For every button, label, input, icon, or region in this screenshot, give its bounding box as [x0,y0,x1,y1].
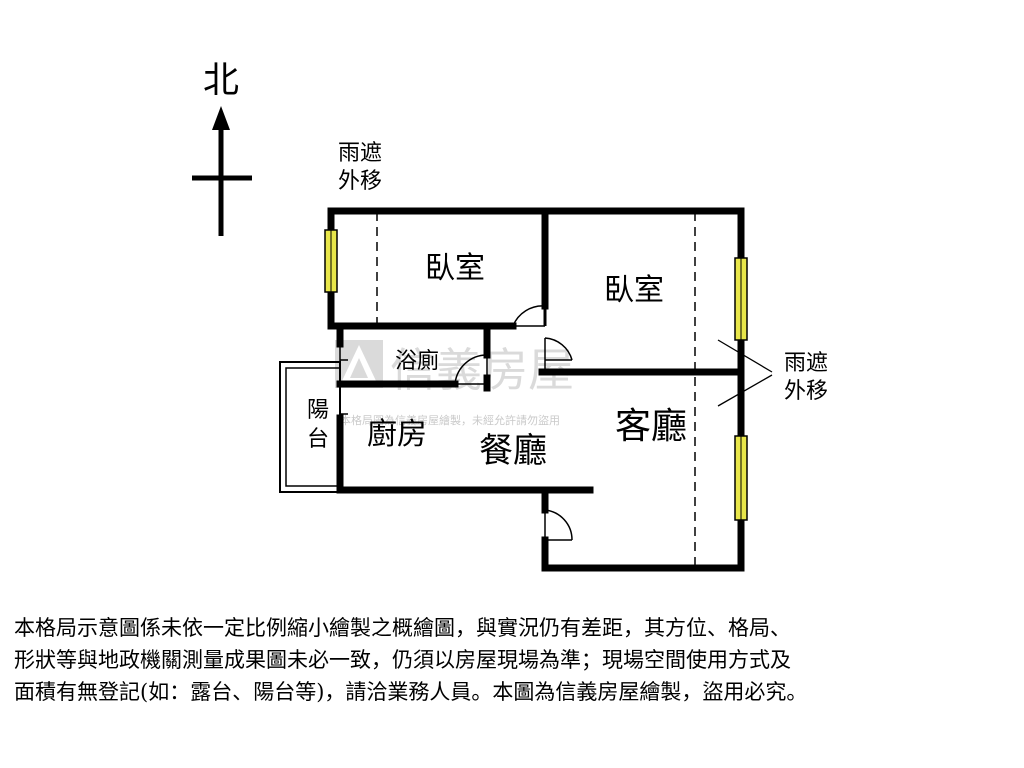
room-label-kitchen: 廚房 [367,417,427,452]
room-label-bathroom: 浴廁 [395,349,439,374]
balcony-label-char-2: 台 [307,427,329,452]
room-label-living: 客廳 [615,406,687,447]
room-label-bedroom-2: 臥室 [604,273,664,308]
awning-note-right-line1: 雨遮 [784,351,828,376]
watermark-notice: 本格局圖為信義房屋繪製，未經允許請勿盜用 [340,413,560,427]
floor-plan: 北 信義房屋 本格局圖為信義房屋繪製，未經允許請勿盜用 [192,60,828,572]
door-bedroom-2 [544,337,573,372]
awning-note-right-line2: 外移 [784,379,828,404]
awning-note-left-line2: 外移 [338,169,382,194]
door-bedroom-1 [512,305,547,327]
door-entrance [544,509,573,541]
watermark: 信義房屋 本格局圖為信義房屋繪製，未經允許請勿盜用 [335,340,574,427]
room-label-bedroom-1: 臥室 [425,251,485,286]
window-right-lower [734,435,748,521]
windows [324,229,748,521]
disclaimer-line-1: 本格局示意圖係未依一定比例縮小繪製之概繪圖，與實況仍有差距，其方位、格局、 [14,616,791,640]
doors [339,305,573,541]
disclaimer-line-3: 面積有無登記(如：露台、陽台等)，請洽業務人員。本圖為信義房屋繪製，盜用必究。 [14,680,808,704]
door-bathroom [454,354,488,385]
room-label-dining: 餐廳 [479,431,547,471]
room-label-balcony: 陽 台 [307,398,329,452]
north-label: 北 [203,60,239,101]
window-right-upper [734,257,748,341]
compass: 北 [192,60,252,236]
window-left [324,229,338,293]
brand-logo-icon [335,340,383,388]
disclaimer-line-2: 形狀等與地政機關測量成果圖未必一致，仍須以房屋現場為準；現場空間使用方式及 [14,648,791,672]
door-balcony [339,344,348,418]
balcony-label-char-1: 陽 [307,398,329,423]
disclaimer-text: 本格局示意圖係未依一定比例縮小繪製之概繪圖，與實況仍有差距，其方位、格局、 形狀… [14,612,1014,708]
awning-note-left-line1: 雨遮 [338,141,382,166]
awning-pointer-lines [717,339,773,407]
north-arrow-icon [192,106,252,236]
awning-dashed-lines [376,212,696,568]
